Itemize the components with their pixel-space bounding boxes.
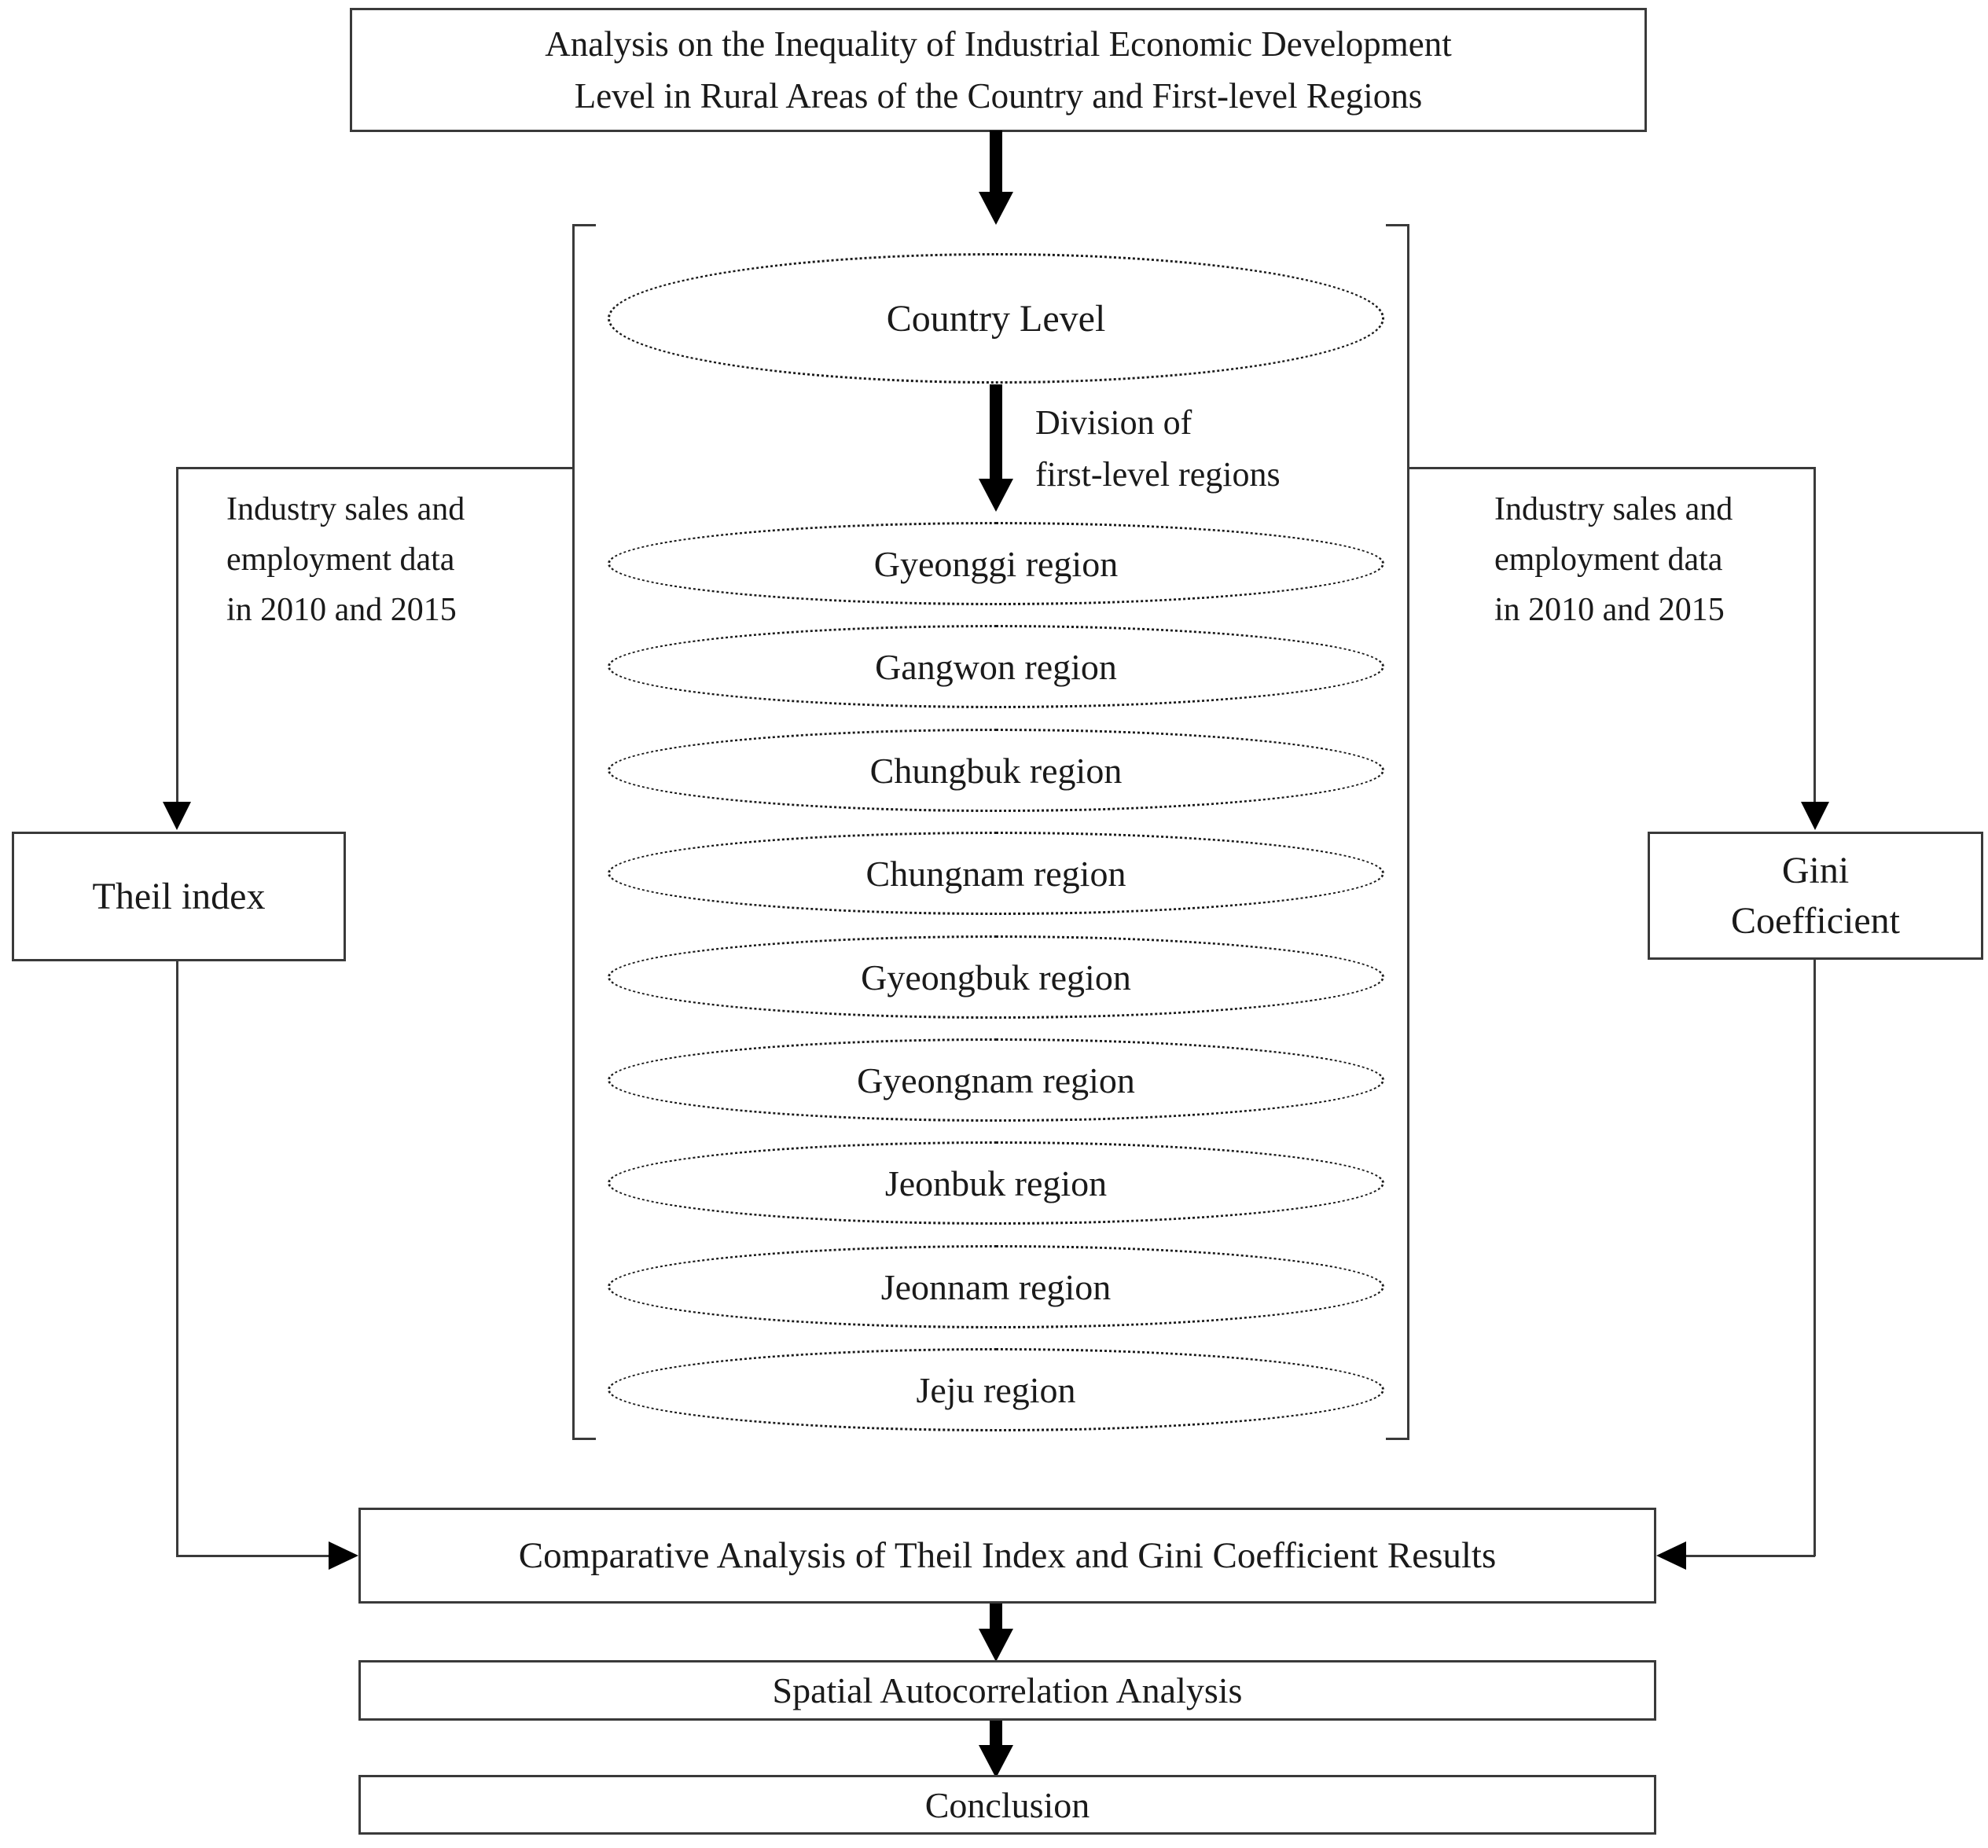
region-ellipse-gyeongbuk: Gyeongbuk region <box>608 935 1384 1019</box>
bracket-right-bottom-tick <box>1386 1438 1409 1440</box>
left-wire-bottom-horizontal <box>176 1555 329 1557</box>
theil-index-box: Theil index <box>12 832 346 961</box>
right-wire-arrowhead-icon <box>1801 802 1829 830</box>
right-wire-top-horizontal <box>1409 467 1815 469</box>
left-data-note: Industry sales and employment data in 20… <box>226 491 465 628</box>
bracket-left-top-tick <box>572 224 596 226</box>
country-level-ellipse: Country Level <box>608 253 1384 384</box>
division-arrowhead-icon <box>979 479 1013 512</box>
region-ellipse-gangwon: Gangwon region <box>608 625 1384 708</box>
right-wire-vertical-lower <box>1813 960 1816 1556</box>
title-to-hierarchy-arrow-shaft <box>990 130 1002 193</box>
region-ellipse-jeju: Jeju region <box>608 1348 1384 1431</box>
region-ellipse-gyeongnam: Gyeongnam region <box>608 1038 1384 1122</box>
spatial-to-conclusion-arrow-shaft <box>990 1721 1002 1747</box>
left-wire-arrowhead-icon <box>163 802 191 830</box>
right-wire-left-arrowhead-icon <box>1656 1541 1686 1570</box>
region-ellipse-jeonnam: Jeonnam region <box>608 1245 1384 1328</box>
bracket-right-top-tick <box>1386 224 1409 226</box>
spatial-to-conclusion-arrowhead-icon <box>979 1745 1013 1778</box>
region-ellipse-jeonbuk: Jeonbuk region <box>608 1141 1384 1225</box>
left-wire-vertical-upper <box>176 467 178 802</box>
region-ellipse-chungnam: Chungnam region <box>608 832 1384 915</box>
comparative-to-spatial-arrow-shaft <box>990 1604 1002 1630</box>
right-wire-vertical-upper <box>1813 467 1816 802</box>
region-ellipse-chungbuk: Chungbuk region <box>608 729 1384 812</box>
gini-coefficient-box: Gini Coefficient <box>1648 832 1983 960</box>
right-data-note: Industry sales and employment data in 20… <box>1494 491 1733 628</box>
title-to-hierarchy-arrowhead-icon <box>979 192 1013 225</box>
left-wire-top-horizontal <box>176 467 574 469</box>
conclusion-box: Conclusion <box>358 1775 1656 1835</box>
comparative-analysis-box: Comparative Analysis of Theil Index and … <box>358 1508 1656 1604</box>
right-wire-bottom-horizontal <box>1686 1555 1815 1557</box>
comparative-to-spatial-arrowhead-icon <box>979 1629 1013 1662</box>
division-arrow-label: Division of first-level regions <box>1035 403 1281 494</box>
division-arrow-shaft <box>990 384 1002 480</box>
spatial-autocorrelation-box: Spatial Autocorrelation Analysis <box>358 1660 1656 1721</box>
bracket-left <box>572 224 575 1440</box>
bracket-right <box>1407 224 1409 1440</box>
region-ellipse-gyeonggi: Gyeonggi region <box>608 522 1384 605</box>
left-wire-vertical-lower <box>176 961 178 1556</box>
left-wire-right-arrowhead-icon <box>329 1541 358 1570</box>
bracket-left-bottom-tick <box>572 1438 596 1440</box>
title-box: Analysis on the Inequality of Industrial… <box>350 8 1647 132</box>
